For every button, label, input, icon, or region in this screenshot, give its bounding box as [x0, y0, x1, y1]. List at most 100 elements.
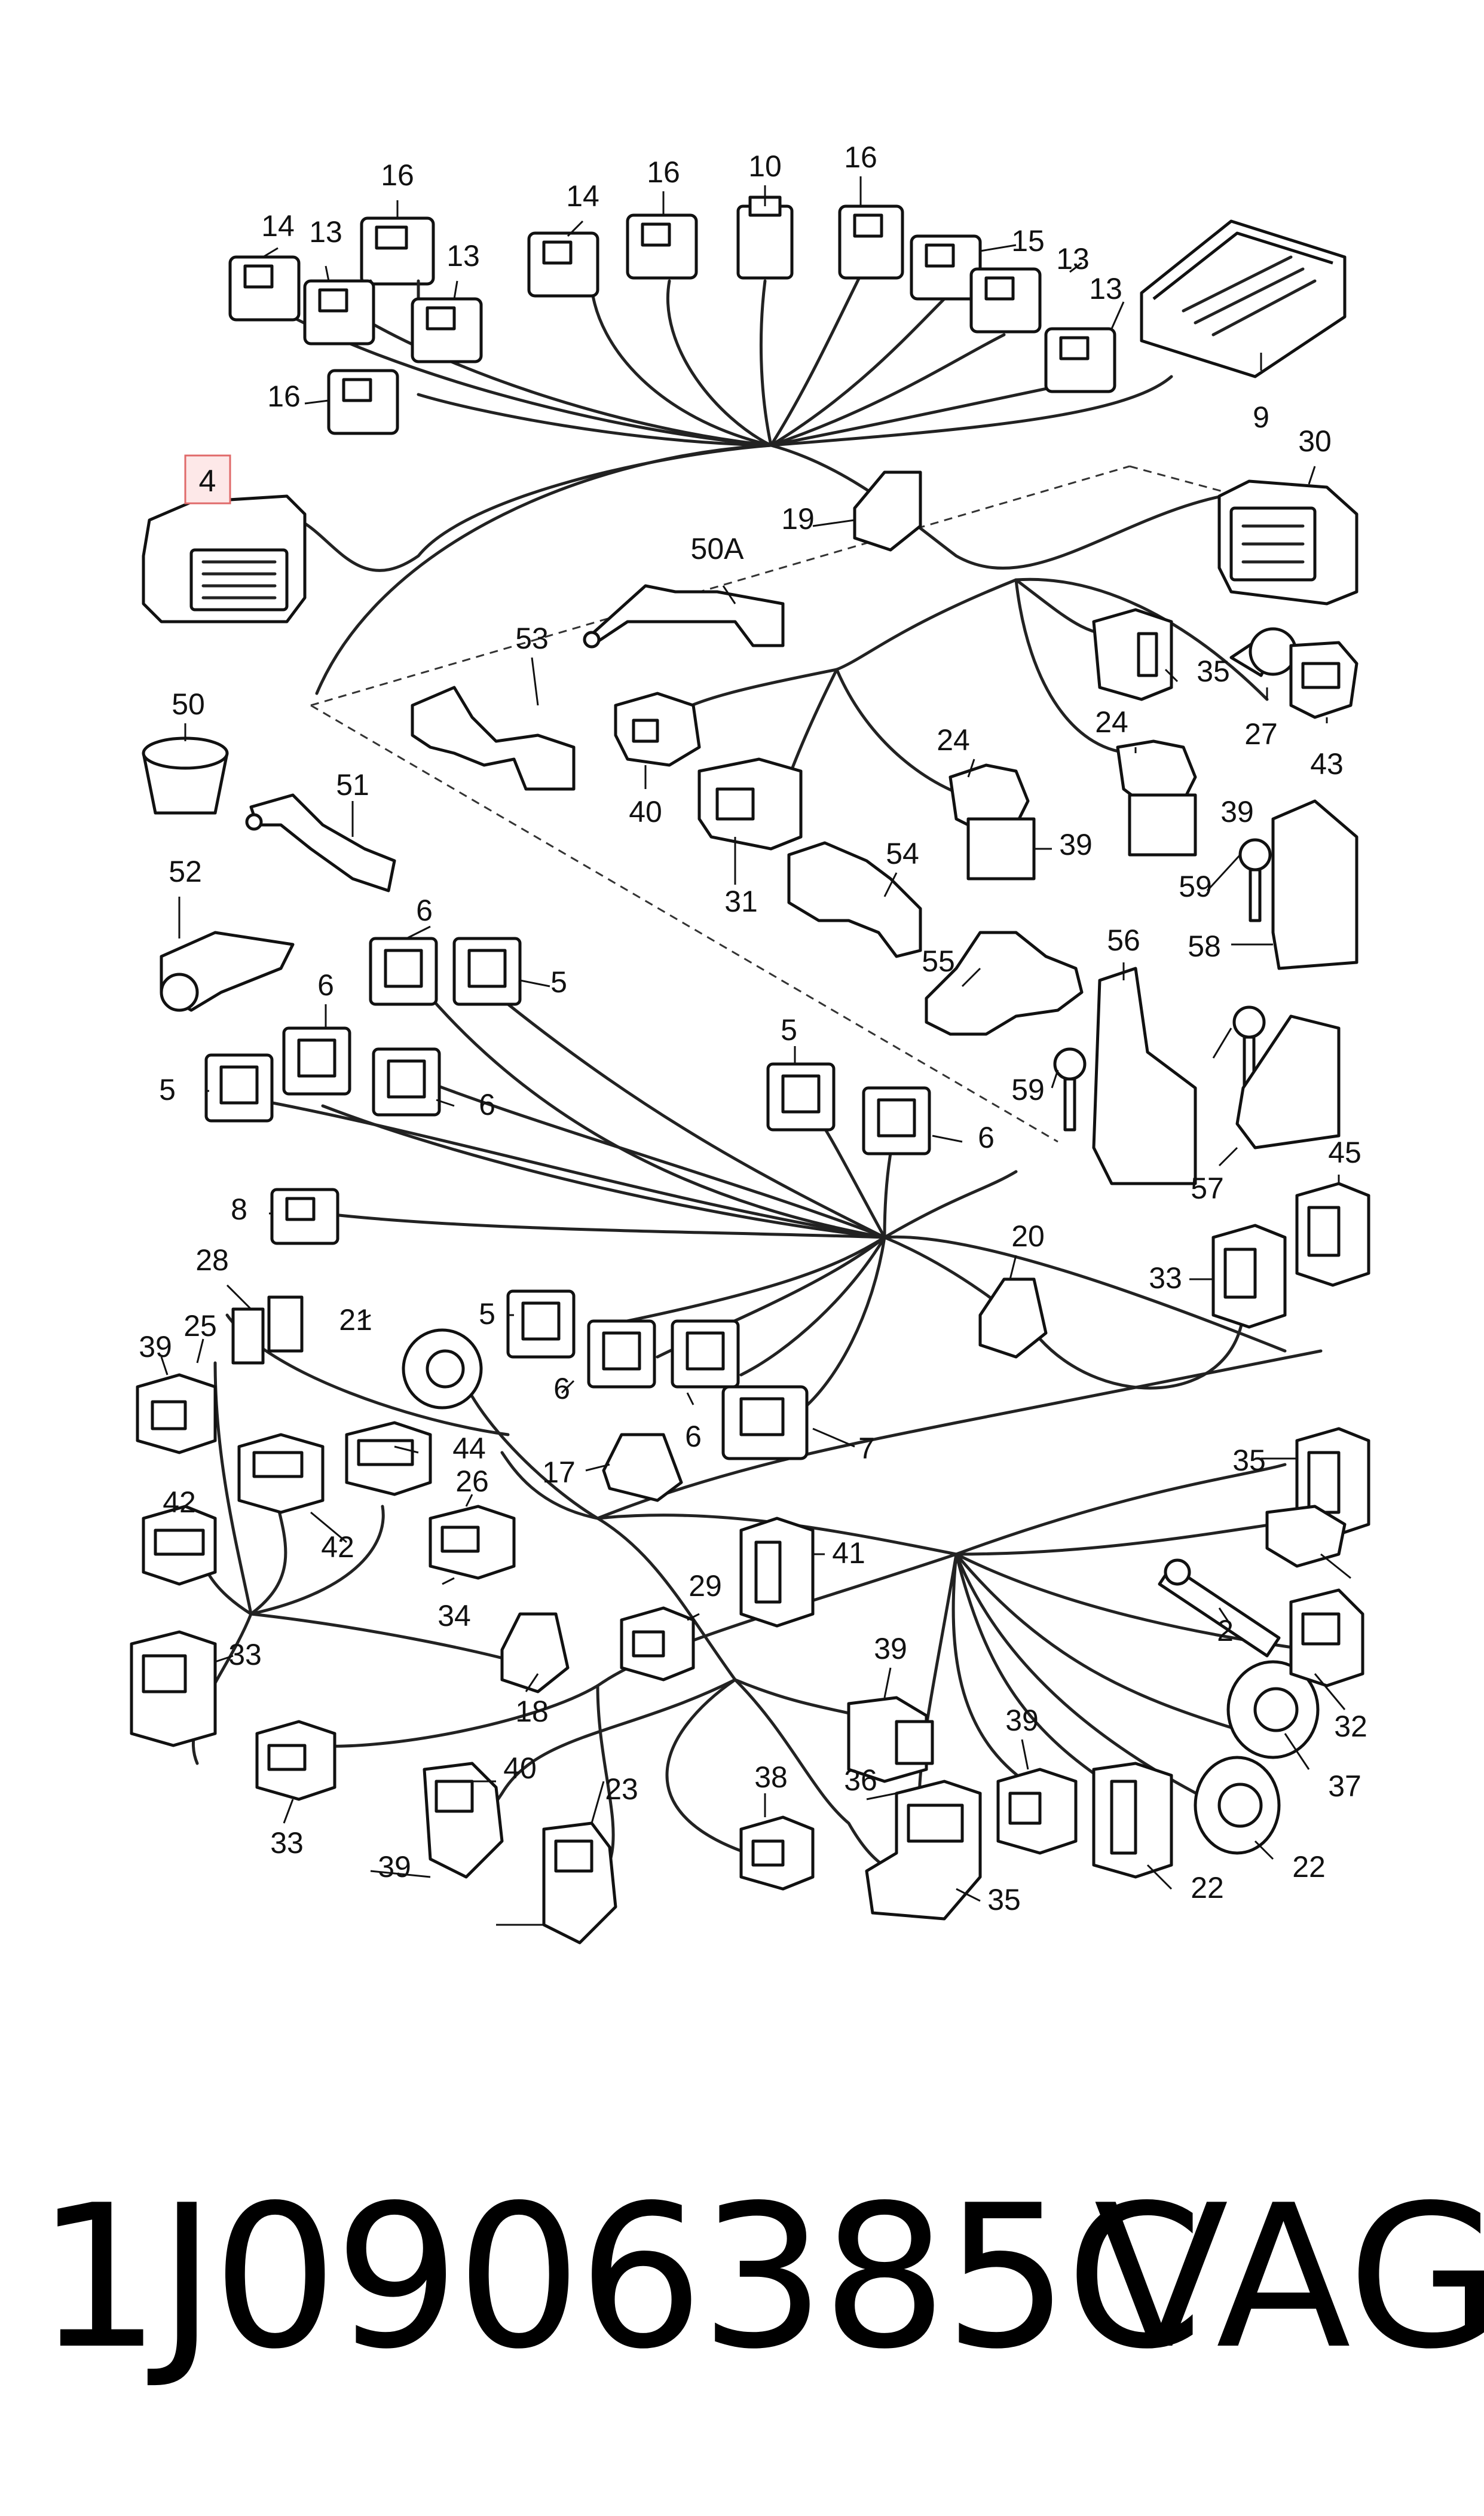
- callout-label: 16: [844, 140, 877, 174]
- callout-label: 18: [515, 1695, 549, 1728]
- callout-label: 39: [1059, 828, 1093, 861]
- connector-39-upper-a: [948, 763, 1036, 881]
- callout-label: 6: [416, 894, 433, 927]
- callout-label: 59: [1011, 1073, 1045, 1106]
- relay-socket-5-d: [506, 1289, 576, 1359]
- callout-label: 28: [195, 1243, 229, 1277]
- relay-socket-6-a: [369, 937, 438, 1006]
- callout-label: 35: [1232, 1444, 1266, 1477]
- callout-label: 14: [566, 179, 599, 213]
- connector-39-upper-b: [1116, 739, 1197, 857]
- callout-label-highlighted: 4: [199, 464, 216, 499]
- bracket-55: [925, 931, 1084, 1036]
- callout-label: 15: [1011, 224, 1045, 258]
- callout-label: 45: [1328, 1136, 1361, 1169]
- clip-54: [787, 841, 922, 958]
- callout-label: 35: [987, 1883, 1021, 1916]
- callout-label: 13: [309, 215, 342, 249]
- callout-label: 6: [978, 1121, 995, 1154]
- connector-13-right-a: [969, 267, 1042, 334]
- part-number: 1J0906385C: [36, 2163, 1203, 2392]
- connector-13-left-b: [411, 297, 483, 363]
- callout-label: 5: [781, 1013, 797, 1047]
- connector-40-lower: [739, 1815, 815, 1891]
- connector-16-center: [626, 213, 698, 280]
- connector-33-left: [255, 1720, 336, 1801]
- callout-label: 41: [832, 1536, 865, 1570]
- connector-16-top-left: [360, 216, 435, 307]
- callout-label: 26: [455, 1465, 489, 1498]
- brand-name: VAG: [1094, 2163, 1484, 2392]
- callout-label: 51: [336, 768, 369, 802]
- callout-label: 57: [1191, 1172, 1224, 1205]
- connector-22-b: [542, 1821, 617, 1945]
- highlight-box: [184, 454, 231, 505]
- relay-socket-5-b: [204, 1053, 274, 1123]
- callout-label: 6: [553, 1372, 570, 1405]
- connector-35-lower: [1092, 1762, 1173, 1879]
- relay-socket-6-e: [587, 1319, 656, 1389]
- callout-label: 44: [452, 1432, 486, 1465]
- callout-label: 50: [172, 687, 205, 721]
- callout-label: 22: [1292, 1850, 1326, 1884]
- relay-7: [721, 1385, 809, 1460]
- connector-45: [1295, 1182, 1370, 1287]
- connector-14-center: [527, 231, 599, 298]
- bolt-59-middle: [1232, 1005, 1266, 1090]
- connector-32: [1289, 1588, 1364, 1687]
- callout-leaders: [160, 176, 1351, 1926]
- connector-43: [1289, 641, 1358, 719]
- callout-label: 33: [228, 1638, 262, 1671]
- callout-label: 16: [381, 158, 414, 192]
- connector-41: [739, 1517, 815, 1628]
- callout-label: 40: [629, 795, 662, 829]
- connector-16-right: [838, 204, 904, 280]
- grommet-50: [142, 736, 229, 815]
- callout-label: 42: [163, 1485, 196, 1519]
- bracket-58: [1271, 799, 1358, 970]
- clip-53: [411, 686, 576, 791]
- callout-label: 27: [1244, 717, 1278, 751]
- connector-42-left-b: [142, 1505, 217, 1586]
- connector-22-a: [423, 1762, 504, 1879]
- callout-label: 25: [183, 1309, 217, 1343]
- callout-label: 17: [542, 1456, 576, 1489]
- callout-label: 13: [446, 239, 480, 273]
- callout-label: 39: [874, 1632, 907, 1665]
- callout-label: 39: [378, 1850, 411, 1884]
- connector-13-right-b: [1044, 327, 1116, 393]
- bracket-50A: [583, 584, 785, 649]
- wiring-harness-diagram: 4 16 10 16 14 13 13 16 15 13 13 14 9 16 …: [130, 140, 1370, 1945]
- relay-socket-5-c: [766, 1062, 836, 1132]
- caption-bar: 1J0906385C VAG: [0, 2152, 1484, 2403]
- callout-label: 36: [844, 1763, 877, 1797]
- connector-42-left-a: [237, 1433, 325, 1514]
- bolt-59-lower: [1053, 1047, 1087, 1132]
- connector-37: [1226, 1660, 1320, 1759]
- callout-label: 53: [515, 622, 549, 655]
- callout-label: 24: [937, 723, 970, 757]
- callout-label: 43: [1310, 747, 1344, 781]
- callout-label: 34: [437, 1599, 471, 1633]
- connector-8: [270, 1188, 339, 1245]
- callout-label: 56: [1107, 924, 1140, 957]
- callout-label: 39: [139, 1330, 172, 1364]
- sensor-27: [1229, 627, 1298, 677]
- connector-33-right: [1211, 1224, 1287, 1329]
- bracket-57: [1235, 1014, 1341, 1150]
- callout-label: 6: [685, 1420, 702, 1453]
- connector-33-mid: [996, 1768, 1078, 1855]
- callout-label: 37: [1328, 1769, 1361, 1803]
- callout-label: 42: [321, 1530, 354, 1564]
- callout-label: 8: [231, 1193, 247, 1226]
- callout-label: 22: [1191, 1871, 1224, 1904]
- callout-label: 38: [754, 1760, 788, 1794]
- callout-label: 14: [261, 209, 295, 243]
- callout-label: 35: [1197, 655, 1230, 688]
- bracket-51: [245, 793, 396, 892]
- callout-label: 40: [503, 1751, 537, 1785]
- callout-label: 6: [479, 1088, 495, 1121]
- connector-39-left: [136, 1373, 217, 1454]
- callout-label: 10: [748, 149, 782, 183]
- callout-label: 52: [169, 855, 202, 888]
